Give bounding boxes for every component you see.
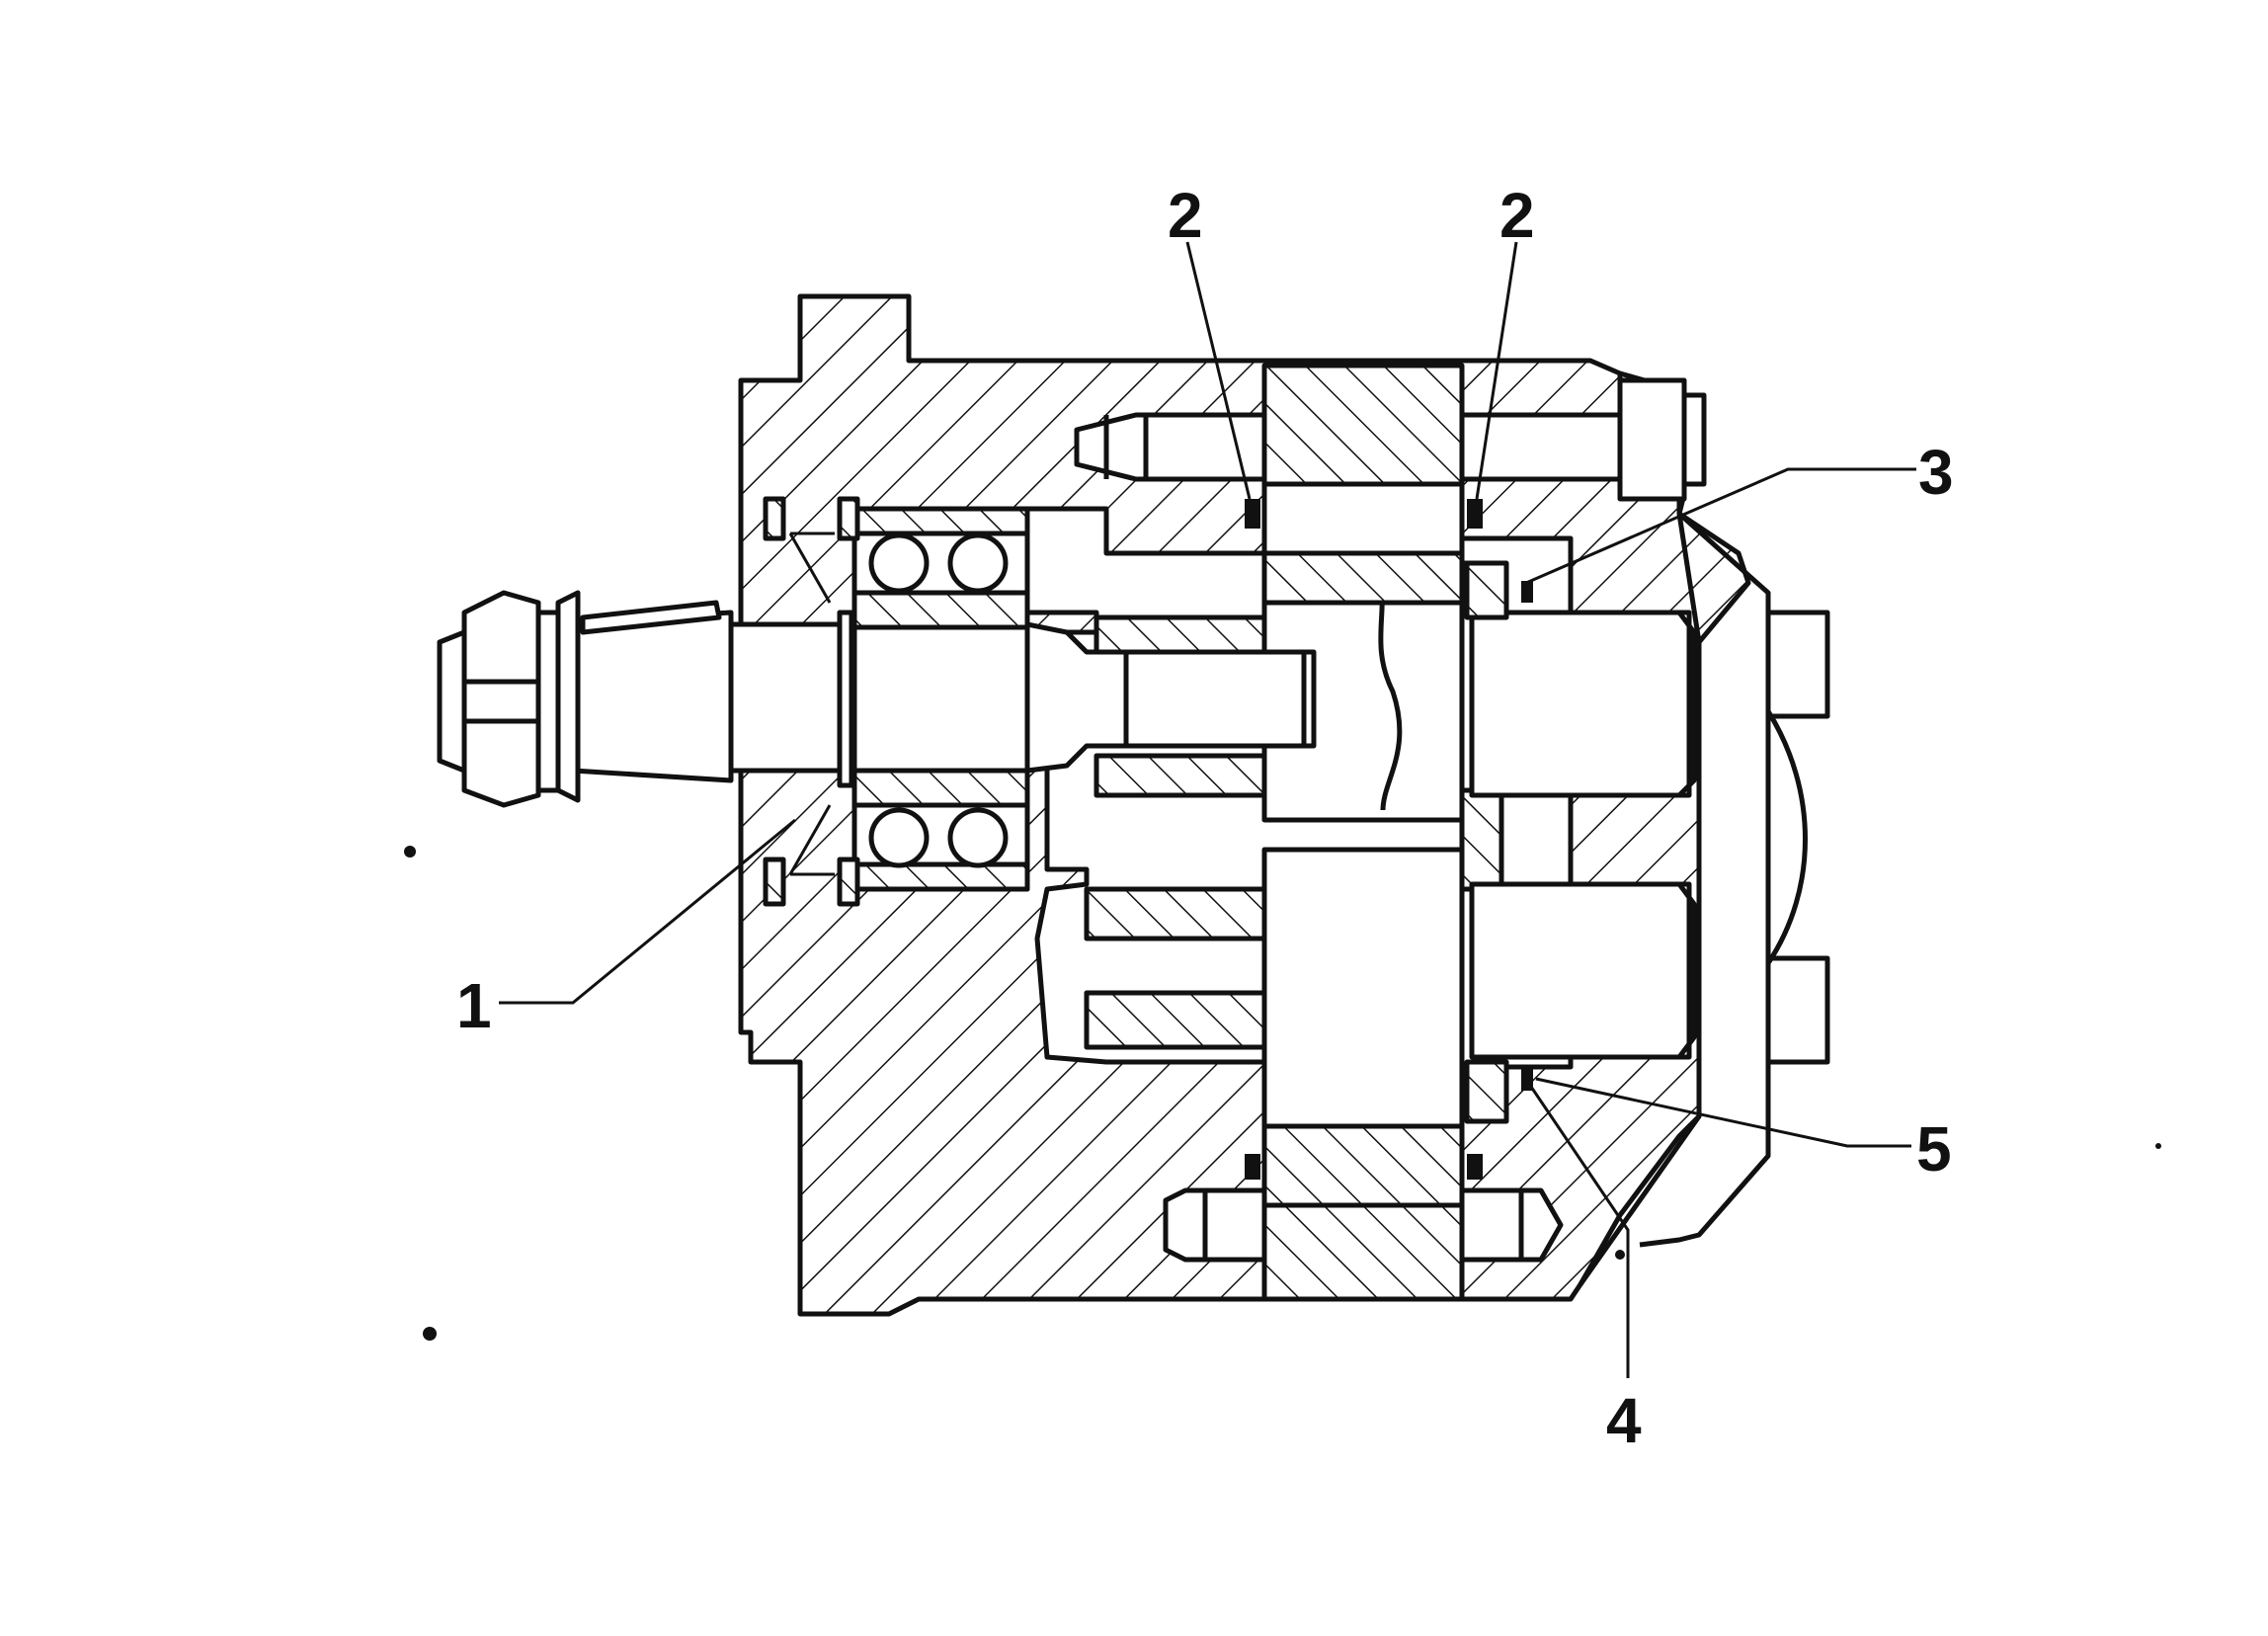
callout-2b: 2	[1499, 180, 1535, 251]
oring-2-right-bottom	[1467, 1154, 1483, 1180]
scan-speck	[1615, 1250, 1625, 1260]
oring-2-right-top	[1467, 499, 1483, 529]
lower-bushing-front	[1084, 886, 1267, 941]
lower-bushing-front-2	[1084, 990, 1267, 1050]
scan-speck	[2155, 1143, 2161, 1149]
leader-line-2a	[1185, 241, 1252, 500]
oring-2-left-bottom	[1245, 1154, 1260, 1180]
scan-speck	[404, 846, 416, 858]
leader-line-5	[1535, 1077, 1911, 1148]
leader-line-1	[499, 818, 796, 1005]
rear-cover-bolts	[1765, 610, 1830, 1065]
callout-3: 3	[1918, 437, 1954, 508]
callout-5: 5	[1916, 1113, 1952, 1185]
seal-ring-outer-top	[763, 496, 786, 541]
upper-rear-shaft	[1469, 610, 1692, 798]
front-ball-bearing	[851, 506, 1030, 892]
drive-gear-hub	[1261, 550, 1465, 606]
leader-line-3	[1525, 467, 1916, 585]
seal-ring-inner-bottom	[837, 857, 860, 907]
shaft-seal-washer	[837, 610, 854, 788]
oring-2-left-top	[1245, 499, 1260, 529]
seal-ring-outer-bottom	[763, 857, 786, 907]
small-oring-5	[1521, 1069, 1533, 1091]
scan-speck	[423, 1327, 437, 1341]
driven-gear	[1261, 847, 1465, 1129]
upper-bushing-front-lower	[1094, 753, 1267, 798]
callout-1: 1	[456, 970, 492, 1041]
rear-seal-top	[1464, 560, 1509, 620]
seal-ring-inner-top	[837, 496, 860, 541]
leader-line-4	[1529, 1086, 1630, 1378]
small-oring-3	[1521, 581, 1533, 603]
rear-seal-bottom	[1464, 1059, 1509, 1124]
leader-line-2b	[1475, 241, 1518, 500]
rear-cap-outline	[1639, 512, 1771, 1248]
callout-4: 4	[1606, 1385, 1642, 1456]
lower-rear-shaft	[1469, 881, 1692, 1060]
callout-2a: 2	[1168, 180, 1203, 251]
shaft-nut-assembly	[437, 590, 734, 808]
upper-bushing-rear	[1459, 787, 1504, 892]
driven-gear-lower-hub	[1261, 1123, 1465, 1208]
upper-bushing-front	[1094, 614, 1267, 655]
